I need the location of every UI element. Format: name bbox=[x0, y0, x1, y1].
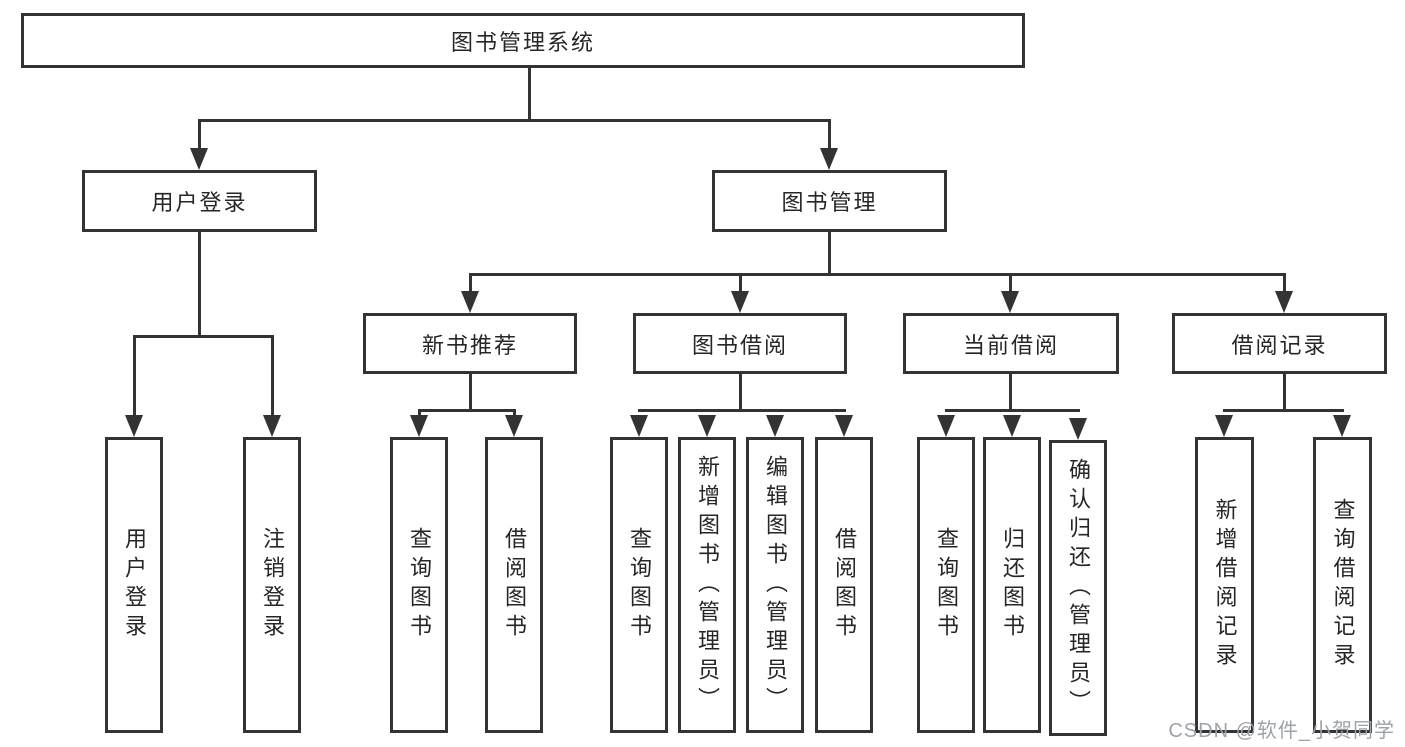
connector-vertical bbox=[1009, 273, 1012, 297]
arrowhead-down bbox=[505, 415, 523, 437]
leaf-add-books-admin: 新增图书（管理员） bbox=[678, 437, 736, 733]
leaf-logout-label: 注销登录 bbox=[260, 527, 285, 643]
leaf-confirm-return-admin: 确认归还（管理员） bbox=[1049, 440, 1107, 736]
csdn-watermark: CSDN @软件_小贺同学 bbox=[1168, 720, 1395, 742]
leaf-user-login: 用户登录 bbox=[105, 437, 163, 733]
arrowhead-down bbox=[1069, 418, 1087, 440]
arrowhead-down bbox=[835, 415, 853, 437]
connector-vertical bbox=[271, 335, 274, 416]
leaf-confirm-return-admin-label: 确认归还（管理员） bbox=[1066, 457, 1091, 719]
leaf-query-books-3-label: 查询图书 bbox=[934, 527, 959, 643]
arrowhead-down bbox=[1003, 415, 1021, 437]
node-current-borrowing-label: 当前借阅 bbox=[962, 332, 1059, 358]
connector-horizontal bbox=[945, 409, 1080, 412]
leaf-add-books-admin-label: 新增图书（管理员） bbox=[695, 454, 720, 716]
leaf-add-borrow-record: 新增借阅记录 bbox=[1195, 437, 1254, 733]
arrowhead-down bbox=[1001, 291, 1019, 313]
leaf-user-login-label: 用户登录 bbox=[122, 527, 147, 643]
connector-vertical bbox=[198, 119, 201, 155]
leaf-query-books-2-label: 查询图书 bbox=[627, 527, 652, 643]
connector-horizontal bbox=[133, 335, 274, 338]
connector-vertical bbox=[528, 68, 531, 121]
leaf-add-borrow-record-label: 新增借阅记录 bbox=[1212, 498, 1238, 672]
connector-vertical bbox=[828, 232, 831, 276]
connector-vertical bbox=[1283, 273, 1286, 297]
connector-horizontal bbox=[469, 273, 1286, 276]
arrowhead-down bbox=[698, 415, 716, 437]
arrowhead-down bbox=[125, 415, 143, 437]
leaf-edit-books-admin: 编辑图书（管理员） bbox=[746, 437, 804, 733]
connector-vertical bbox=[133, 335, 136, 416]
connector-vertical bbox=[739, 374, 742, 411]
arrowhead-down bbox=[461, 291, 479, 313]
leaf-logout: 注销登录 bbox=[243, 437, 301, 733]
arrowhead-down bbox=[1275, 291, 1293, 313]
connector-vertical bbox=[469, 273, 472, 297]
connector-vertical bbox=[198, 232, 201, 338]
leaf-query-borrow-record: 查询借阅记录 bbox=[1313, 437, 1372, 733]
node-book-borrowing-label: 图书借阅 bbox=[691, 332, 788, 358]
connector-vertical bbox=[469, 374, 472, 411]
connector-horizontal bbox=[418, 409, 516, 412]
node-borrowing-records: 借阅记录 bbox=[1172, 313, 1387, 374]
arrowhead-down bbox=[1333, 415, 1351, 437]
connector-horizontal bbox=[638, 409, 846, 412]
node-book-management-label: 图书管理 bbox=[781, 190, 878, 215]
arrowhead-down bbox=[190, 148, 208, 170]
arrowhead-down bbox=[630, 415, 648, 437]
node-book-management: 图书管理 bbox=[712, 170, 947, 232]
arrowhead-down bbox=[410, 415, 428, 437]
leaf-return-books: 归还图书 bbox=[983, 437, 1041, 733]
node-root-label: 图书管理系统 bbox=[450, 29, 595, 55]
node-new-book-recommend: 新书推荐 bbox=[363, 313, 577, 374]
leaf-borrow-books-2: 借阅图书 bbox=[815, 437, 873, 733]
node-borrowing-records-label: 借阅记录 bbox=[1231, 332, 1328, 358]
node-user-login-label: 用户登录 bbox=[151, 190, 248, 215]
connector-horizontal bbox=[198, 119, 831, 122]
node-current-borrowing: 当前借阅 bbox=[903, 313, 1119, 374]
connector-horizontal bbox=[1223, 409, 1344, 412]
node-new-book-recommend-label: 新书推荐 bbox=[421, 332, 518, 358]
arrowhead-down bbox=[1215, 415, 1233, 437]
arrowhead-down bbox=[820, 148, 838, 170]
leaf-borrow-books-1: 借阅图书 bbox=[485, 437, 543, 733]
connector-vertical bbox=[828, 119, 831, 155]
arrowhead-down bbox=[263, 415, 281, 437]
leaf-query-books-3: 查询图书 bbox=[917, 437, 975, 733]
leaf-edit-books-admin-label: 编辑图书（管理员） bbox=[763, 454, 788, 716]
arrowhead-down bbox=[766, 415, 784, 437]
leaf-query-books-2: 查询图书 bbox=[610, 437, 668, 733]
connector-vertical bbox=[1283, 374, 1286, 411]
connector-vertical bbox=[739, 273, 742, 297]
connector-vertical bbox=[1009, 374, 1012, 411]
node-root: 图书管理系统 bbox=[21, 13, 1025, 68]
node-user-login: 用户登录 bbox=[82, 170, 317, 232]
leaf-borrow-books-1-label: 借阅图书 bbox=[502, 527, 527, 643]
leaf-query-books-1-label: 查询图书 bbox=[407, 527, 432, 643]
arrowhead-down bbox=[937, 415, 955, 437]
leaf-query-books-1: 查询图书 bbox=[390, 437, 448, 733]
leaf-borrow-books-2-label: 借阅图书 bbox=[832, 527, 857, 643]
arrowhead-down bbox=[731, 291, 749, 313]
leaf-return-books-label: 归还图书 bbox=[1000, 527, 1025, 643]
leaf-query-borrow-record-label: 查询借阅记录 bbox=[1330, 498, 1356, 672]
node-book-borrowing: 图书借阅 bbox=[633, 313, 847, 374]
